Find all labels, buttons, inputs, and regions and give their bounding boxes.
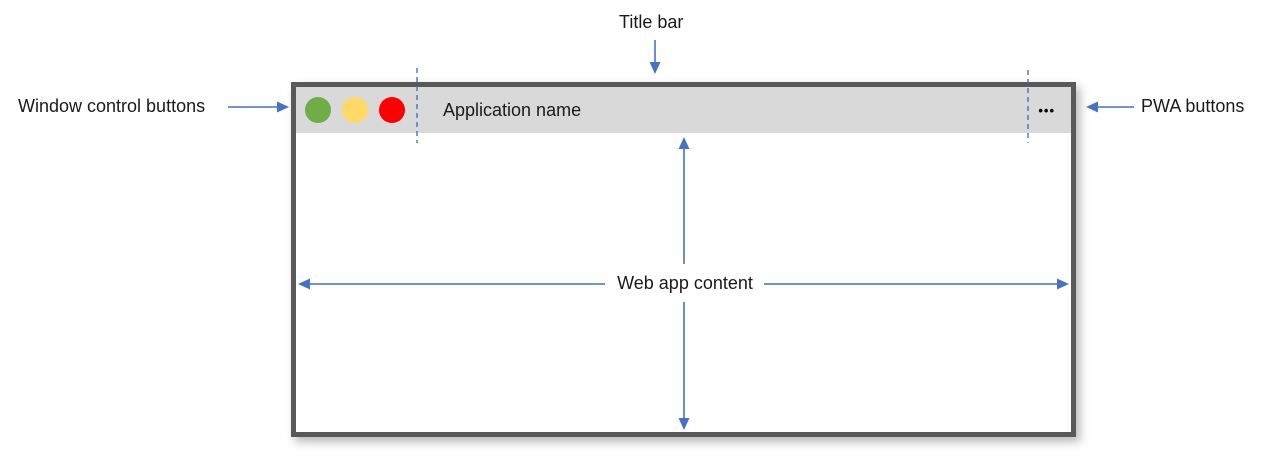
title-bar: Application name ••• (296, 87, 1071, 133)
pwa-menu-ellipsis-button[interactable]: ••• (1038, 102, 1055, 118)
annotation-title-bar: Title bar (619, 12, 684, 32)
window-control-red-button[interactable] (379, 97, 405, 123)
window-control-green-button[interactable] (305, 97, 331, 123)
annotation-window-control-buttons: Window control buttons (18, 96, 206, 116)
annotation-web-app-content: Web app content (570, 273, 800, 294)
window-control-yellow-button[interactable] (342, 97, 368, 123)
pwa-window: Application name ••• (291, 82, 1076, 437)
application-name-label: Application name (443, 99, 582, 120)
annotation-pwa-buttons: PWA buttons (1141, 96, 1245, 116)
